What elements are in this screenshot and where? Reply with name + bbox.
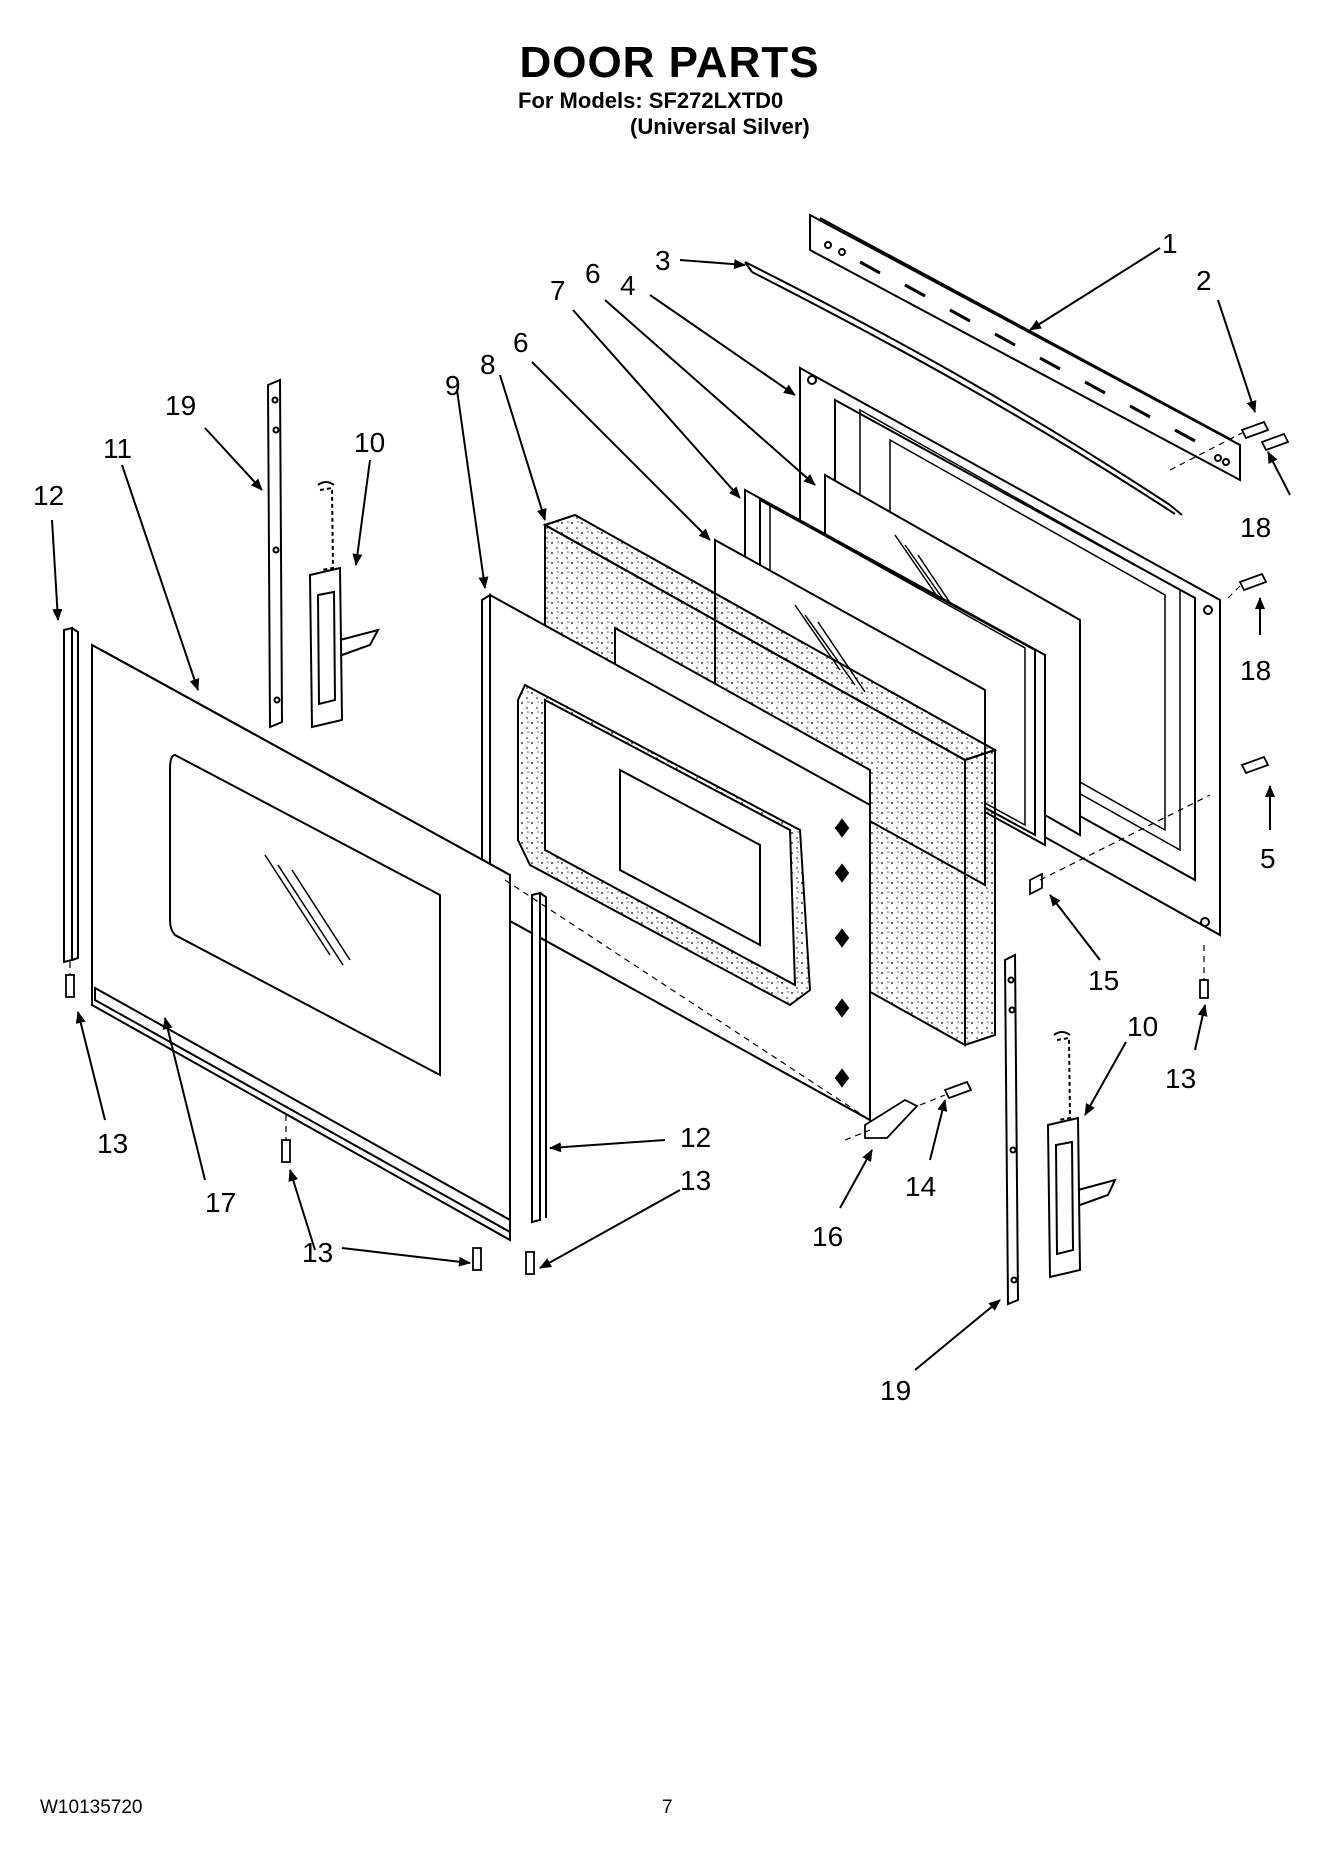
callout-12: 12	[33, 480, 64, 511]
models-line: For Models: SF272LXTD0	[518, 88, 784, 113]
part-inner-door	[481, 593, 871, 1122]
page-title: DOOR PARTS	[519, 38, 820, 87]
part-side-trim-right	[531, 891, 547, 1224]
callout-16: 16	[812, 1221, 843, 1252]
callout-5: 5	[1260, 843, 1276, 874]
callout-13b: 13	[97, 1128, 128, 1159]
callout-18: 18	[1240, 512, 1271, 543]
callout-18b: 18	[1240, 655, 1271, 686]
part-hinge-right	[1046, 1031, 1117, 1279]
callout-13c: 13	[680, 1165, 711, 1196]
callout-13: 13	[1165, 1063, 1196, 1094]
callout-17: 17	[205, 1187, 236, 1218]
part-hinge-receiver-right	[1003, 953, 1020, 1306]
part-handle	[744, 261, 1183, 516]
callout-13d: 13	[302, 1237, 333, 1268]
callout-10b: 10	[1127, 1011, 1158, 1042]
callout-10: 10	[354, 427, 385, 458]
callout-6: 6	[585, 258, 601, 289]
callout-labels: 1 2 3 4 6 7 6 8 9 19 10 11 12 18 18 5 15…	[33, 228, 1276, 1406]
leader-lines	[51, 247, 1291, 1371]
callout-8: 8	[480, 349, 496, 380]
part-hinge-left	[308, 481, 380, 729]
callout-9: 9	[445, 370, 461, 401]
part-screws	[65, 420, 1290, 1275]
assembly-lines	[69, 432, 1243, 1141]
callout-6b: 6	[513, 327, 529, 358]
part-outer-door	[91, 643, 511, 1242]
callout-4: 4	[620, 270, 636, 301]
part-hinge-receiver-left	[266, 378, 284, 729]
callout-12b: 12	[680, 1122, 711, 1153]
callout-2: 2	[1196, 265, 1212, 296]
callout-1: 1	[1162, 228, 1178, 259]
callout-11: 11	[103, 433, 132, 464]
callout-7: 7	[550, 275, 566, 306]
page-number: 7	[662, 1797, 673, 1818]
part-side-trim-left	[63, 626, 79, 964]
callout-3: 3	[655, 245, 671, 276]
callout-19b: 19	[880, 1375, 911, 1406]
part-bottom-trim	[94, 986, 511, 1234]
part-vent-trim	[809, 213, 1241, 482]
document-number: W10135720	[40, 1797, 143, 1818]
callout-14: 14	[905, 1171, 936, 1202]
callout-15: 15	[1088, 965, 1119, 996]
color-line: (Universal Silver)	[630, 114, 810, 139]
callout-19: 19	[165, 390, 196, 421]
